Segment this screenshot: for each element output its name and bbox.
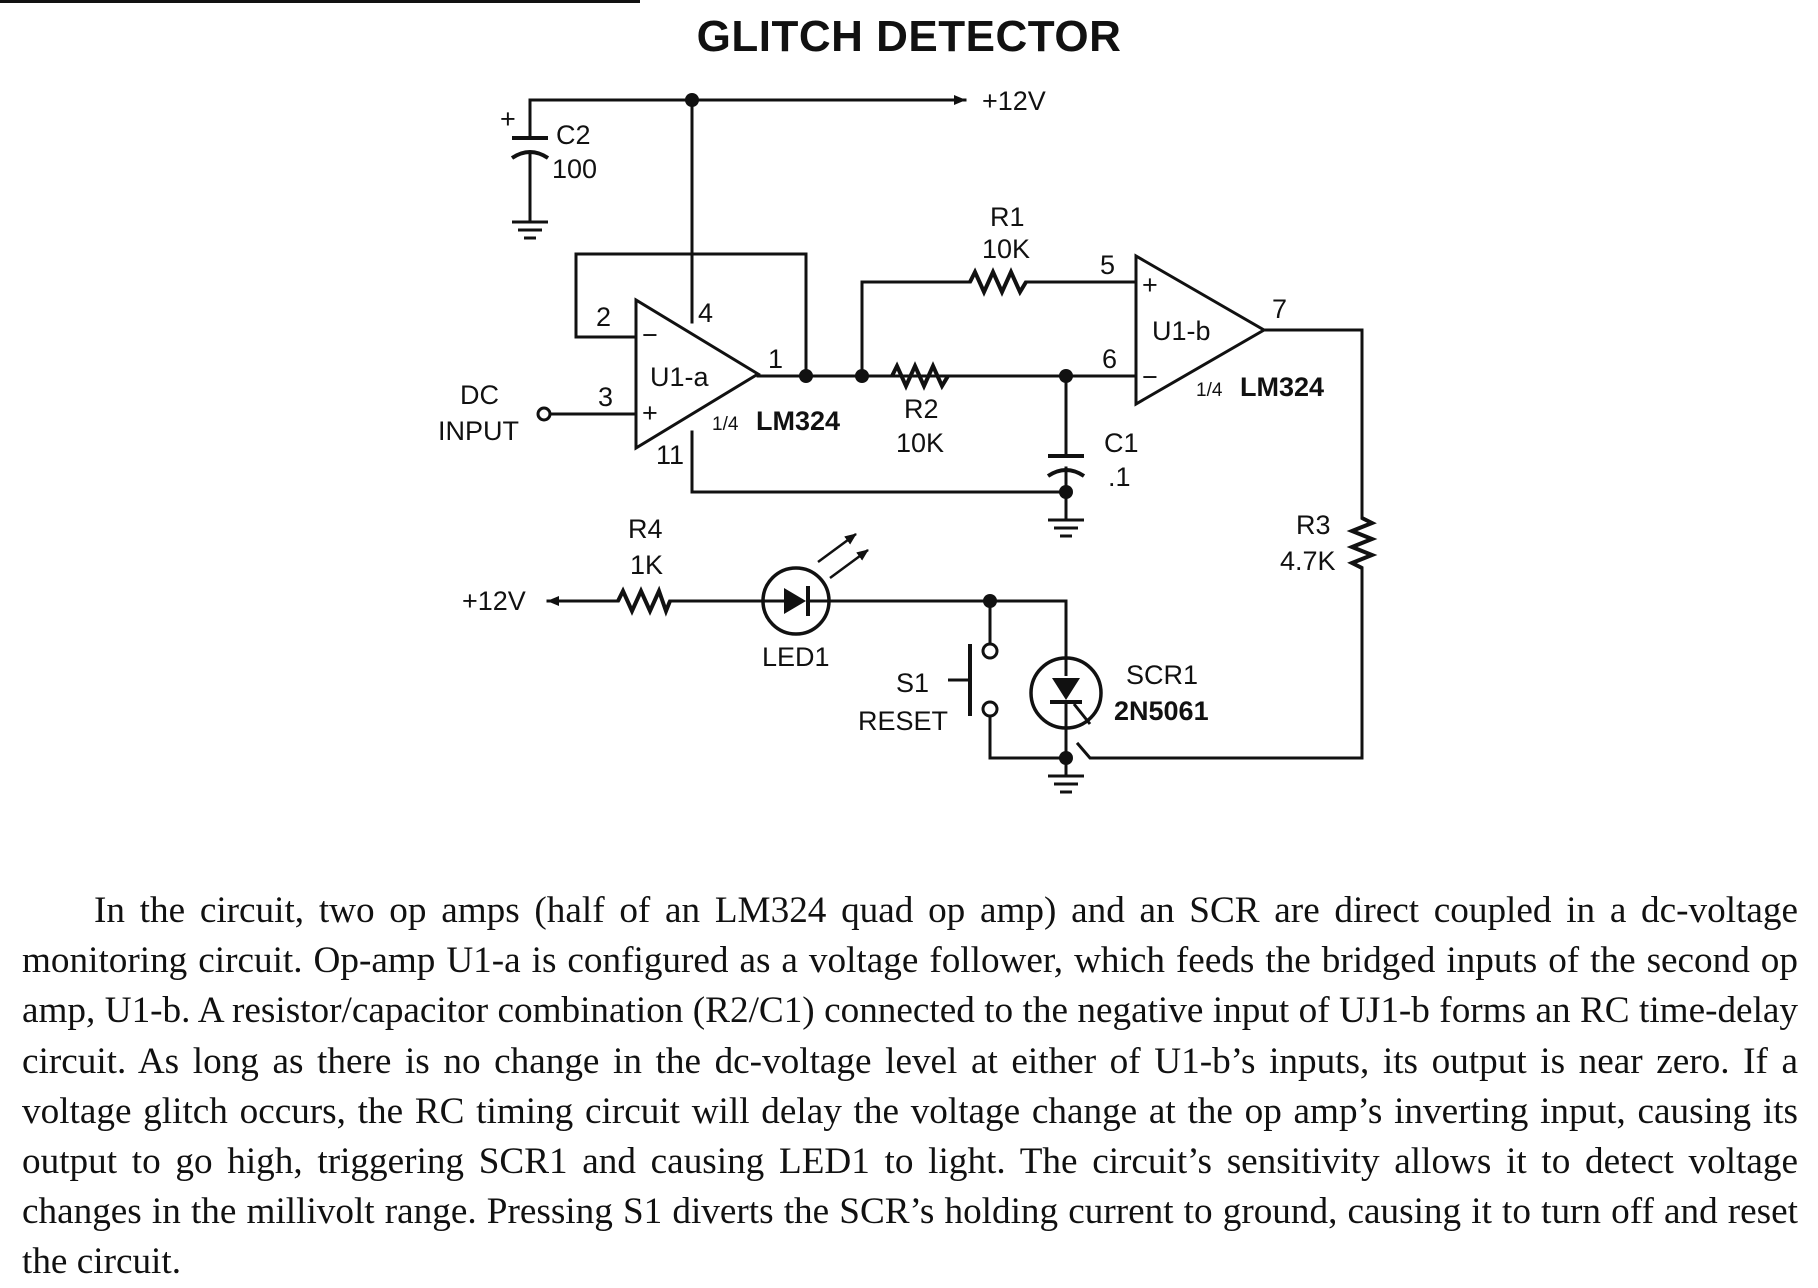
led-name-label: LED1 <box>762 642 830 672</box>
left-supply-label: +12V <box>462 586 526 616</box>
u1b-inv-sign: − <box>1142 362 1158 392</box>
junction-dot <box>1059 751 1073 765</box>
u1a-gnd-wire <box>690 430 1068 494</box>
u1b-output-wire <box>1262 328 1364 520</box>
circuit-schematic: + C2 100 − + U1-a 2 3 4 1 11 1/4 LM324 D… <box>438 86 1378 794</box>
r1-name-label: R1 <box>990 202 1025 232</box>
u1a-name-label: U1-a <box>650 362 710 392</box>
c2-capacitor <box>510 136 550 160</box>
s1-reset-label: RESET <box>858 706 948 736</box>
u1a-pin2-label: 2 <box>596 302 611 332</box>
r1-resistor-symbol <box>968 267 1028 297</box>
r3-resistor-symbol <box>1346 516 1378 570</box>
led-icon <box>761 532 869 636</box>
u1a-inv-sign: − <box>642 320 658 350</box>
c1-capacitor <box>1046 454 1086 478</box>
c2-value-label: 100 <box>552 154 597 184</box>
u1b-part-label: LM324 <box>1240 372 1324 402</box>
junction-dot <box>1059 369 1073 383</box>
u1a-fraction-label: 1/4 <box>712 414 739 435</box>
c2-polarity-label: + <box>500 104 516 134</box>
r3-bottom-wire <box>1075 566 1364 760</box>
u1b-fraction-label: 1/4 <box>1196 380 1223 401</box>
c1-value-label: .1 <box>1108 462 1131 492</box>
u1a-pin1-label: 1 <box>768 344 783 374</box>
u1a-pin4-label: 4 <box>698 298 713 328</box>
u1a-opamp-symbol <box>634 297 761 451</box>
r2-resistor-symbol <box>890 361 950 391</box>
r4-name-label: R4 <box>628 514 663 544</box>
page-title: GLITCH DETECTOR <box>696 12 1122 61</box>
scr-icon <box>1029 656 1103 730</box>
r2-name-label: R2 <box>904 394 939 424</box>
u1b-noninv-sign: + <box>1142 270 1158 300</box>
top-rule <box>0 0 640 3</box>
r4-resistor-symbol <box>616 585 672 617</box>
u1a-noninv-sign: + <box>642 398 658 428</box>
reset-switch-icon <box>948 642 999 718</box>
dc-input-label-line2: INPUT <box>438 416 519 446</box>
u1b-opamp-symbol <box>1134 253 1267 407</box>
u1a-feedback-wire <box>574 252 808 378</box>
top-supply-label: +12V <box>982 86 1046 116</box>
u1b-name-label: U1-b <box>1152 316 1211 346</box>
r1-branch-wire <box>860 280 972 378</box>
r3-value-label: 4.7K <box>1280 546 1336 576</box>
u1a-pin11-label: 11 <box>656 440 684 470</box>
ground-icon <box>1048 774 1084 794</box>
u1b-pin6-label: 6 <box>1102 344 1117 374</box>
junction-dots <box>685 93 1073 765</box>
u1a-pin3-label: 3 <box>598 382 613 412</box>
junction-dot <box>799 369 813 383</box>
c1-name-label: C1 <box>1104 428 1139 458</box>
junction-dot <box>1059 485 1073 499</box>
junction-dot <box>685 93 699 107</box>
junction-dot <box>983 594 997 608</box>
junction-dot <box>855 369 869 383</box>
s1-bottom-wire <box>988 714 1068 760</box>
u1b-pin5-label: 5 <box>1100 250 1115 280</box>
r1-value-label: 10K <box>982 234 1030 264</box>
r3-name-label: R3 <box>1296 510 1331 540</box>
scr-name-label: SCR1 <box>1126 660 1198 690</box>
led-right-wire <box>830 599 1068 660</box>
c2-name-label: C2 <box>556 120 591 150</box>
dc-input-label-line1: DC <box>460 380 499 410</box>
r4-value-label: 1K <box>630 550 663 580</box>
s1-name-label: S1 <box>896 668 929 698</box>
u1b-pin7-label: 7 <box>1272 294 1287 324</box>
scr-part-label: 2N5061 <box>1114 696 1209 726</box>
ground-icon <box>1048 518 1084 538</box>
dc-input-terminal <box>536 406 552 422</box>
circuit-description: In the circuit, two op amps (half of an … <box>22 890 1798 1283</box>
r2-value-label: 10K <box>896 428 944 458</box>
u1a-part-label: LM324 <box>756 406 840 436</box>
ground-icon <box>512 220 548 240</box>
